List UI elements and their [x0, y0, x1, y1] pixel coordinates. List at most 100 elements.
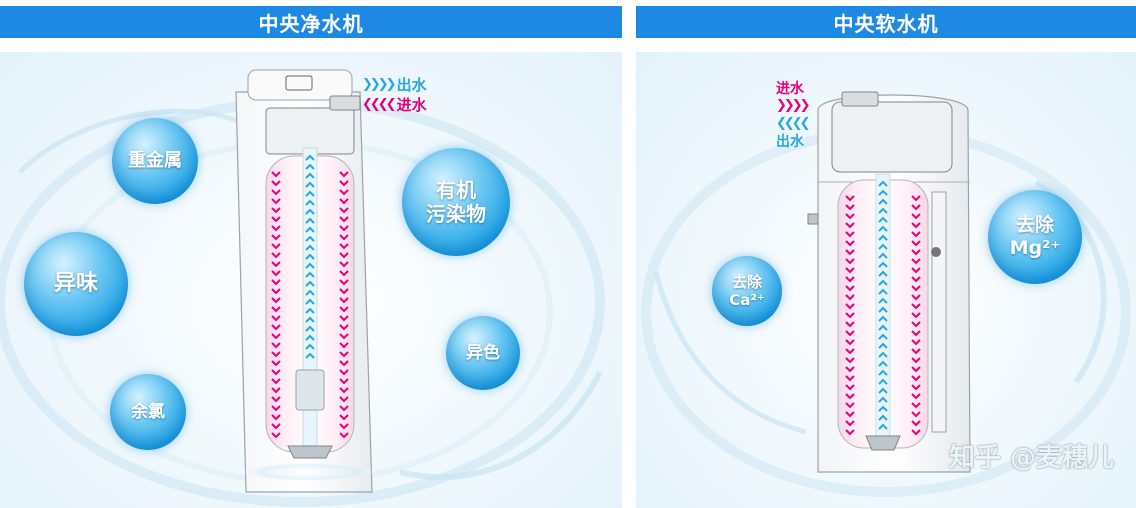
inflow-chevron	[911, 357, 921, 364]
inflow-chevron	[911, 384, 921, 391]
outflow-chevron	[878, 279, 888, 286]
right-arrows-icon: ❯❯❯❯	[776, 98, 811, 113]
purifier-stage: 重金属 异味 余氯 有机 污染物 异色 ❯❯❯❯ 出水 ❮❮❮❮ 进水	[0, 52, 622, 508]
inflow-chevron	[911, 393, 921, 400]
water-swirl	[653, 271, 807, 435]
inflow-chevron	[339, 378, 349, 385]
outflow-chevron	[305, 307, 315, 314]
outflow-chevron	[305, 253, 315, 260]
outlet-label: ❯❯❯❯ 出水	[362, 74, 427, 95]
outflow-chevron	[878, 315, 888, 322]
bubble-chlorine: 余氯	[110, 374, 186, 450]
inflow-chevron	[911, 303, 921, 310]
outflow-chevron	[878, 207, 888, 214]
inflow-chevron	[911, 402, 921, 409]
softener-stage: 去除 Ca²⁺ 去除 Mg²⁺ 进水 ❯❯❯❯ ❮❮❮❮ 出水 知乎 @麦穗儿	[636, 52, 1136, 508]
outflow-chevron	[305, 208, 315, 215]
inflow-chevron	[271, 279, 281, 286]
inflow-chevron	[271, 261, 281, 268]
inflow-chevron	[339, 423, 349, 430]
inflow-chevron	[271, 360, 281, 367]
flow-arrows	[271, 154, 349, 439]
outflow-chevron	[878, 243, 888, 250]
bubble-text: 有机	[436, 178, 476, 202]
inflow-chevron	[271, 234, 281, 241]
inflow-chevron	[271, 252, 281, 259]
outflow-chevron	[878, 387, 888, 394]
watermark: 知乎 @麦穗儿	[948, 443, 1114, 473]
inflow-chevron	[845, 339, 855, 346]
inflow-chevron	[845, 267, 855, 274]
purifier-lid	[247, 69, 353, 101]
inflow-chevron	[339, 288, 349, 295]
left-arrows-icon: ❮❮❮❮	[776, 116, 811, 131]
bubble-text: 重金属	[128, 150, 182, 172]
outflow-chevron	[305, 325, 315, 332]
inflow-chevron	[339, 207, 349, 214]
outflow-chevron	[878, 252, 888, 259]
inflow-chevron	[845, 375, 855, 382]
inflow-chevron	[911, 429, 921, 436]
inflow-chevron	[845, 276, 855, 283]
bubble-remove-ca: 去除 Ca²⁺	[712, 256, 782, 326]
inflow-chevron	[845, 303, 855, 310]
inflow-chevron	[845, 330, 855, 337]
inflow-chevron	[845, 231, 855, 238]
inflow-chevron	[271, 198, 281, 205]
inflow-chevron	[339, 306, 349, 313]
inflow-chevron	[339, 270, 349, 277]
left-arrows-icon: ❮❮❮❮	[362, 97, 397, 112]
inflow-chevron	[271, 180, 281, 187]
water-swirl	[399, 370, 603, 481]
inflow-chevron	[339, 261, 349, 268]
bubble-text: 去除	[731, 273, 762, 291]
inflow-chevron	[339, 351, 349, 358]
bubble-text: 异味	[53, 270, 98, 296]
inflow-chevron	[339, 414, 349, 421]
outflow-chevron	[878, 216, 888, 223]
bubble-text: 污染物	[426, 202, 486, 226]
outflow-chevron	[878, 342, 888, 349]
inflow-chevron	[339, 396, 349, 403]
inflow-chevron	[845, 321, 855, 328]
outflow-chevron	[305, 280, 315, 287]
outflow-chevron	[878, 378, 888, 385]
outflow-chevron	[305, 316, 315, 323]
inflow-chevron	[271, 369, 281, 376]
inflow-chevron	[271, 333, 281, 340]
inflow-chevron	[339, 225, 349, 232]
outflow-chevron	[305, 343, 315, 350]
outflow-chevron	[878, 324, 888, 331]
outflow-chevron	[878, 369, 888, 376]
flow-arrows	[845, 180, 921, 436]
inflow-chevron	[271, 171, 281, 178]
bubble-remove-mg: 去除 Mg²⁺	[988, 190, 1082, 284]
inflow-chevron	[911, 222, 921, 229]
inflow-chevron	[271, 306, 281, 313]
inflow-chevron	[339, 342, 349, 349]
inflow-chevron	[911, 375, 921, 382]
inflow-chevron	[339, 171, 349, 178]
inflow-chevron	[339, 189, 349, 196]
inflow-chevron	[271, 423, 281, 430]
bottom-screen	[865, 435, 901, 451]
inflow-chevron	[271, 207, 281, 214]
bubble-text: 异色	[466, 342, 500, 363]
inflow-chevron	[271, 396, 281, 403]
inflow-chevron	[271, 225, 281, 232]
inflow-chevron	[339, 387, 349, 394]
inflow-chevron	[911, 276, 921, 283]
bubble-text: Mg²⁺	[1009, 237, 1061, 259]
inflow-chevron	[911, 258, 921, 265]
outflow-chevron	[305, 190, 315, 197]
inflow-chevron	[271, 387, 281, 394]
inflow-chevron	[271, 432, 281, 439]
inflow-chevron	[845, 402, 855, 409]
inflow-chevron	[911, 366, 921, 373]
inflow-chevron	[339, 324, 349, 331]
inflow-chevron	[339, 234, 349, 241]
outflow-chevron	[878, 423, 888, 430]
panel-title: 中央净水机	[0, 6, 622, 38]
inflow-chevron	[271, 315, 281, 322]
inflow-chevron	[271, 189, 281, 196]
